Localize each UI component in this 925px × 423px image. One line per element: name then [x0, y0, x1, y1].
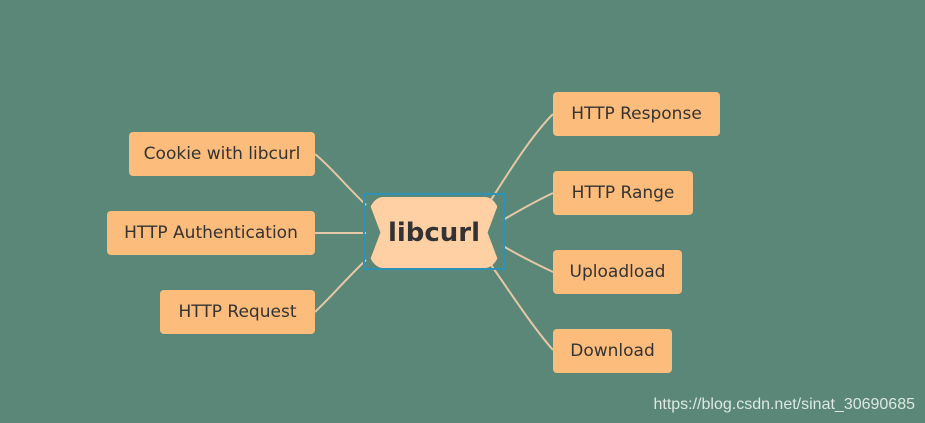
topic-label: Uploadload — [569, 262, 666, 282]
watermark-url: https://blog.csdn.net/sinat_30690685 — [653, 396, 915, 413]
topic-uploadload[interactable]: Uploadload — [553, 250, 682, 294]
topic-label: Download — [570, 341, 655, 361]
topic-download[interactable]: Download — [553, 329, 672, 373]
connector-response — [488, 113, 554, 204]
connector-upload — [502, 245, 554, 273]
topic-http-request[interactable]: HTTP Request — [160, 290, 315, 334]
center-selection-outline — [363, 193, 505, 270]
topic-label: HTTP Response — [571, 104, 702, 124]
connector-cookie — [314, 153, 367, 206]
topic-cookie-with-libcurl[interactable]: Cookie with libcurl — [129, 132, 315, 176]
connector-range — [502, 192, 554, 221]
topic-label: HTTP Range — [571, 183, 675, 203]
topic-http-range[interactable]: HTTP Range — [553, 171, 693, 215]
central-topic-label: libcurl — [387, 217, 481, 248]
topic-label: HTTP Authentication — [124, 223, 298, 243]
connector-request — [314, 259, 367, 313]
topic-label: Cookie with libcurl — [143, 144, 301, 164]
central-topic-libcurl[interactable]: libcurl — [367, 197, 501, 268]
topic-http-authentication[interactable]: HTTP Authentication — [107, 211, 315, 255]
connector-download — [488, 261, 554, 351]
topic-label: HTTP Request — [178, 302, 297, 322]
topic-http-response[interactable]: HTTP Response — [553, 92, 720, 136]
